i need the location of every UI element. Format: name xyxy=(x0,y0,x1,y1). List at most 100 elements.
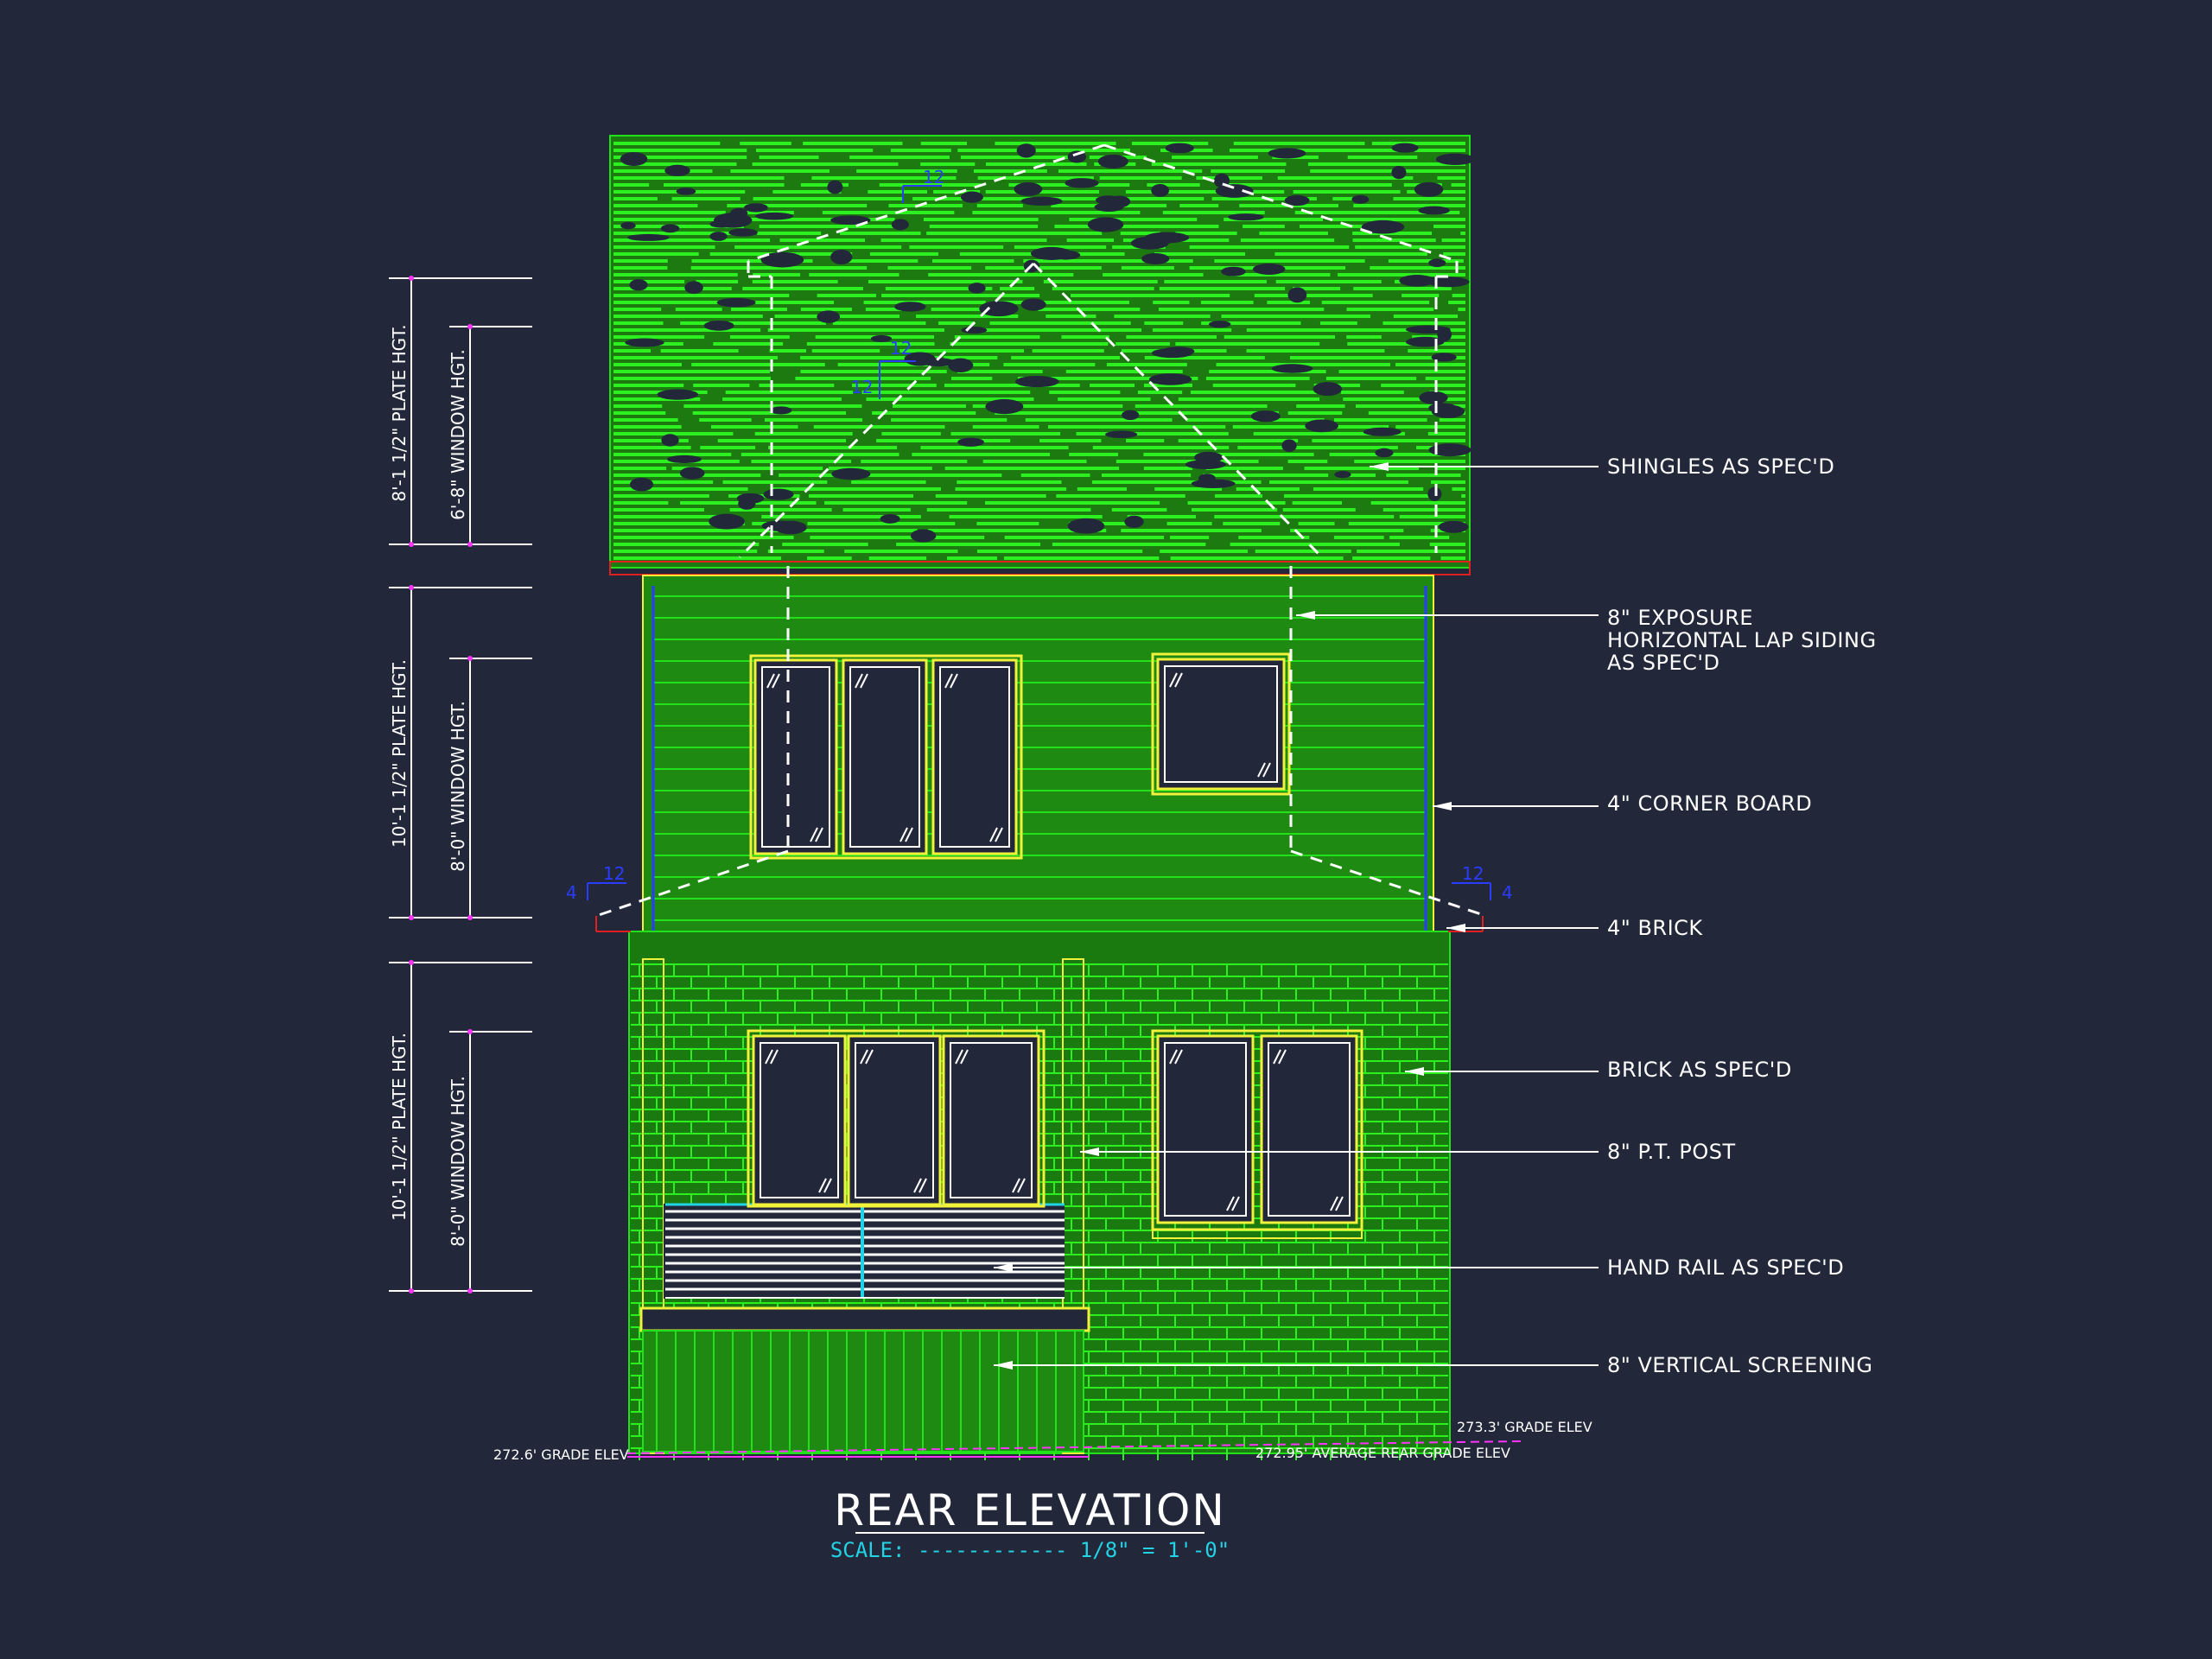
dim-node xyxy=(467,656,473,661)
shingle-gap xyxy=(728,228,758,237)
gable-right xyxy=(1032,262,1324,559)
glass-mark xyxy=(1226,1196,1235,1211)
callout-4in-brick: 4" BRICK xyxy=(1607,916,1703,940)
lower-window-1 xyxy=(752,1034,847,1206)
dimension-lines xyxy=(389,276,532,1294)
shingle-gap xyxy=(985,398,1024,415)
shingle-gap xyxy=(979,301,1019,317)
porch-roof-right xyxy=(1290,849,1487,918)
shingle-gap xyxy=(1105,430,1138,439)
dim-node xyxy=(409,542,414,547)
shingle-gap xyxy=(676,188,696,195)
glass-mark xyxy=(918,1178,927,1193)
lower-left-window-frame xyxy=(747,1029,1046,1208)
shingle-gap xyxy=(1268,148,1306,159)
roof-pitch-run: 12 xyxy=(890,338,912,359)
glass-mark xyxy=(995,827,1003,842)
shingle-gap xyxy=(1250,410,1281,423)
glass-mark xyxy=(818,1178,827,1193)
shingle-gap xyxy=(1414,181,1444,197)
shingle-gap xyxy=(760,251,804,268)
shingle-gap xyxy=(1435,153,1475,166)
lower-window-3 xyxy=(942,1034,1040,1206)
shingle-gap xyxy=(625,338,664,347)
callout-shingles: SHINGLES AS SPEC'D xyxy=(1607,454,1834,479)
shingle-gap xyxy=(1391,143,1419,153)
roof-shingles xyxy=(609,135,1475,575)
shingle-gap xyxy=(1198,474,1216,484)
dim-node xyxy=(467,915,473,920)
roof-ridge-left xyxy=(747,143,1105,263)
dim-window-upper: 6'-8" WINDOW HGT. xyxy=(448,349,468,520)
shingle-gap xyxy=(679,467,705,480)
shingle-gap xyxy=(629,279,648,291)
shingle-gap xyxy=(1208,321,1231,328)
shingle-gap xyxy=(620,221,636,230)
callout-leaders xyxy=(994,462,1599,1370)
shingle-gap xyxy=(1375,448,1394,458)
upper-window-1 xyxy=(753,658,838,855)
porch-beam xyxy=(639,1306,1090,1332)
windows xyxy=(747,652,1363,1239)
dim-node xyxy=(409,960,414,965)
lower-window-5-sash xyxy=(1268,1042,1351,1217)
shingle-gap xyxy=(664,164,690,176)
dim-node xyxy=(467,324,473,329)
shingle-gap xyxy=(957,437,984,447)
shingle-gap xyxy=(1438,520,1469,533)
shingle-gap xyxy=(738,498,756,510)
shingle-gap xyxy=(709,513,745,530)
glass-mark xyxy=(960,1049,969,1065)
shingle-gap xyxy=(661,434,679,447)
shingle-gap xyxy=(827,180,843,194)
glass-mark xyxy=(1278,1049,1287,1065)
leader-arrow xyxy=(1370,462,1389,471)
shingle-gap xyxy=(1067,518,1105,534)
shingle-gap xyxy=(1431,353,1457,362)
shingle-gap xyxy=(894,302,926,312)
upper-window-3 xyxy=(931,658,1018,855)
callout-hand-rail: HAND RAIL AS SPEC'D xyxy=(1607,1255,1844,1280)
dim-node xyxy=(409,1288,414,1294)
shingle-gap xyxy=(1015,376,1059,388)
shingle-gap xyxy=(1271,364,1313,373)
grade-labels: 272.6' GRADE ELEV 273.3' GRADE ELEV 272.… xyxy=(493,1419,1592,1463)
callout-vertical-screening: 8" VERTICAL SCREENING xyxy=(1607,1353,1872,1377)
dim-node xyxy=(467,542,473,547)
glass-mark xyxy=(905,827,913,842)
lower-window-4 xyxy=(1156,1034,1255,1224)
hand-rail xyxy=(664,1203,1065,1299)
dim-window-lower: 8'-0" WINDOW HGT. xyxy=(448,1076,468,1247)
glass-mark xyxy=(1017,1178,1026,1193)
lower-window-2 xyxy=(847,1034,942,1206)
shingle-gap xyxy=(1122,410,1140,421)
callout-siding-line-2: HORIZONTAL LAP SIDING xyxy=(1607,628,1877,652)
dim-node xyxy=(467,1288,473,1294)
glass-mark xyxy=(860,1049,868,1065)
glass-mark xyxy=(1231,1196,1240,1211)
porch-pitch-run-left: 12 xyxy=(603,863,625,884)
glass-mark xyxy=(989,827,998,842)
glass-mark xyxy=(765,1049,773,1065)
vertical-screening xyxy=(639,1306,1090,1452)
shingle-gap xyxy=(1165,143,1194,154)
shingle-gap xyxy=(1124,515,1144,528)
glass-mark xyxy=(772,673,780,689)
glass-mark xyxy=(899,827,908,842)
shingle-gap xyxy=(870,334,893,342)
lower-window-4-sash xyxy=(1164,1042,1247,1217)
shingle-gap xyxy=(1020,298,1046,311)
lower-window-5 xyxy=(1260,1034,1358,1224)
shingle-gap xyxy=(1391,165,1407,180)
shingle-gap xyxy=(629,477,654,492)
glass-mark xyxy=(1273,1049,1281,1065)
shingle-gap xyxy=(755,212,794,220)
dim-node xyxy=(409,585,414,590)
callout-siding-line-3: AS SPEC'D xyxy=(1607,651,1720,675)
dim-node xyxy=(409,276,414,281)
shingle-gap xyxy=(1281,439,1297,452)
shingle-gap xyxy=(1405,336,1445,347)
shingle-gap xyxy=(910,529,937,543)
grade-average: 272.95' AVERAGE REAR GRADE ELEV xyxy=(1255,1445,1510,1461)
